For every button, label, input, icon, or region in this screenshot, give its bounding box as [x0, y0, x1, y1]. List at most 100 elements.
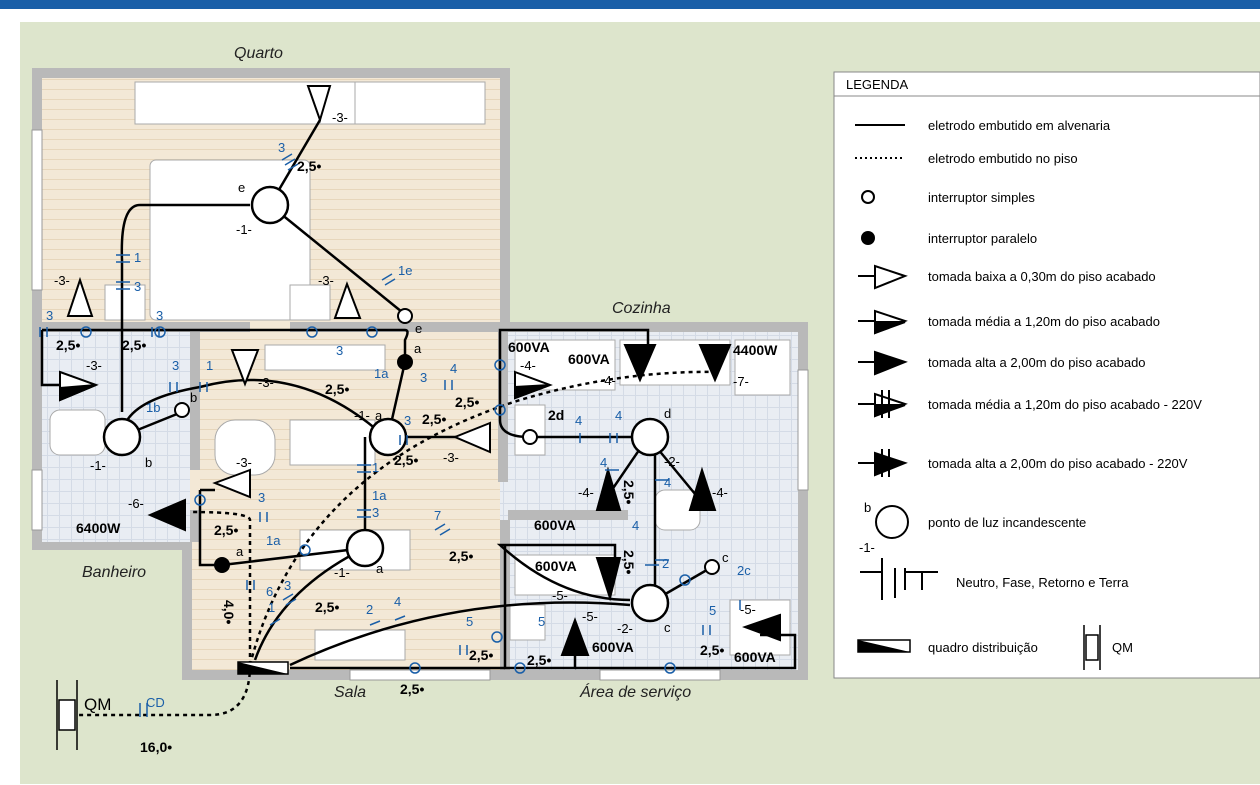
legend-switch-parallel-icon — [861, 231, 875, 245]
nightstand-right — [289, 284, 331, 321]
socket-k-4c — [595, 466, 622, 511]
socket-b-heater — [147, 498, 186, 532]
label-k-c4d: 4 — [664, 475, 671, 490]
label-s-c3b: 3 — [258, 490, 265, 505]
label-q-c3a: 3 — [46, 308, 53, 323]
legend-socket-high-icon — [858, 350, 908, 376]
light-servico — [630, 583, 670, 623]
wall-banheiro — [190, 332, 200, 542]
label-k-m2: -2- — [664, 454, 680, 469]
wire-q-bottom — [42, 328, 409, 362]
bed — [149, 159, 311, 321]
label-q-section-mid: 2,5• — [325, 381, 349, 397]
label-s-section7: 2,5• — [400, 681, 424, 697]
label-a-600: 600VA — [535, 558, 577, 574]
socket-k-4400 — [698, 344, 732, 383]
label-k-600b: 600VA — [568, 351, 610, 367]
label-b-c1: 1 — [206, 358, 213, 373]
label-b-socket: -3- — [86, 358, 102, 373]
room-banheiro: Banheiro — [82, 564, 146, 581]
cd-label: CD — [146, 695, 165, 710]
conductor-ticks — [39, 153, 741, 717]
label-a-600c: 600VA — [734, 649, 776, 665]
legend-item-floor-wire: eletrodo embutido no piso — [928, 151, 1078, 166]
label-k-4400: 4400W — [733, 342, 778, 358]
switch-q-a — [397, 354, 413, 370]
tv-rack — [264, 344, 386, 371]
legend: LEGENDA b -1- el — [833, 71, 1260, 679]
window-banheiro — [31, 469, 43, 531]
stove — [734, 339, 791, 396]
socket-k-600b — [623, 344, 657, 383]
legend-panel-fill — [858, 640, 910, 652]
label-s-light2: -1- — [334, 565, 350, 580]
label-s-a1: a — [375, 408, 383, 423]
label-s-c4: 4 — [394, 594, 401, 609]
label-s-section-heater: 2,5• — [214, 522, 238, 538]
legend-item-socket-low: tomada baixa a 0,30m do piso acabado — [928, 269, 1156, 284]
label-s-section3: 2,5• — [394, 452, 418, 468]
label-k-m4d: -4- — [712, 485, 728, 500]
label-s-section5: 2,5• — [449, 548, 473, 564]
label-k-m4b: -4- — [600, 373, 616, 388]
label-s-1a: 1a — [374, 366, 389, 381]
label-a-m5b: -5- — [582, 609, 598, 624]
label-b-heater: -6- — [128, 496, 144, 511]
label-q-socket-right: -3- — [318, 273, 334, 288]
label-q-light: -1- — [236, 222, 252, 237]
label-k-m4c: -4- — [578, 485, 594, 500]
switch-q-e — [397, 308, 413, 324]
window-cozinha — [797, 369, 809, 491]
label-a-c5b: 5 — [709, 603, 716, 618]
qm-meter — [56, 680, 78, 750]
label-s-3b: 3 — [404, 413, 411, 428]
label-s-c1: 1 — [372, 460, 379, 475]
qm-label: QM — [84, 695, 111, 714]
switch-k-d — [522, 429, 538, 445]
label-k-600c: 600VA — [534, 517, 576, 533]
label-q-socket-left: -3- — [54, 273, 70, 288]
light-quarto — [250, 185, 290, 225]
label-s-light1: -1- — [354, 408, 370, 423]
socket-s-left — [212, 468, 251, 499]
label-a-section2: 2,5• — [700, 642, 724, 658]
legend-item-wall-wire: eletrodo embutido em alvenaria — [928, 118, 1111, 133]
lights — [102, 185, 670, 623]
sofa-table — [289, 419, 376, 466]
legend-title: LEGENDA — [846, 77, 908, 92]
label-s-socket-mid: -3- — [258, 375, 274, 390]
switch-s-a — [214, 557, 230, 573]
label-q-section-top: 2,5• — [297, 158, 321, 174]
light-cozinha — [630, 417, 670, 457]
label-s-section6: 2,5• — [469, 647, 493, 663]
label-s-c6: 6 — [266, 584, 273, 599]
label-a-m5c: -5- — [740, 602, 756, 617]
socket-b-half — [59, 384, 97, 402]
room-servico: Área de serviço — [579, 682, 691, 701]
light-sala-2 — [345, 528, 385, 568]
label-a-m2: -2- — [617, 621, 633, 636]
label-k-c4a: 4 — [575, 413, 582, 428]
floor-sala — [192, 332, 500, 670]
label-k-m7: -7- — [733, 374, 749, 389]
label-s-section2: 2,5• — [455, 394, 479, 410]
wire-s-panel — [253, 546, 366, 661]
switch-a-c — [704, 559, 720, 575]
legend-socket-mid-fill — [874, 321, 906, 335]
label-s-c5: 5 — [466, 614, 473, 629]
bench — [314, 629, 406, 661]
door-quarto — [250, 322, 290, 332]
label-k-section2: 2,5• — [621, 550, 637, 574]
room-cozinha: Cozinha — [612, 300, 671, 317]
label-q-a: a — [414, 341, 422, 356]
socket-q-left — [66, 276, 94, 317]
label-a-c5a: 5 — [538, 614, 545, 629]
window-servico — [599, 669, 721, 681]
wire-s-arc — [120, 378, 386, 438]
legend-item-conductors: Neutro, Fase, Retorno e Terra — [956, 575, 1129, 590]
label-a-c2: c — [664, 620, 671, 635]
label-a-section: 2,5• — [527, 652, 551, 668]
window-quarto — [31, 129, 43, 291]
label-k-c4c: 4 — [600, 455, 607, 470]
